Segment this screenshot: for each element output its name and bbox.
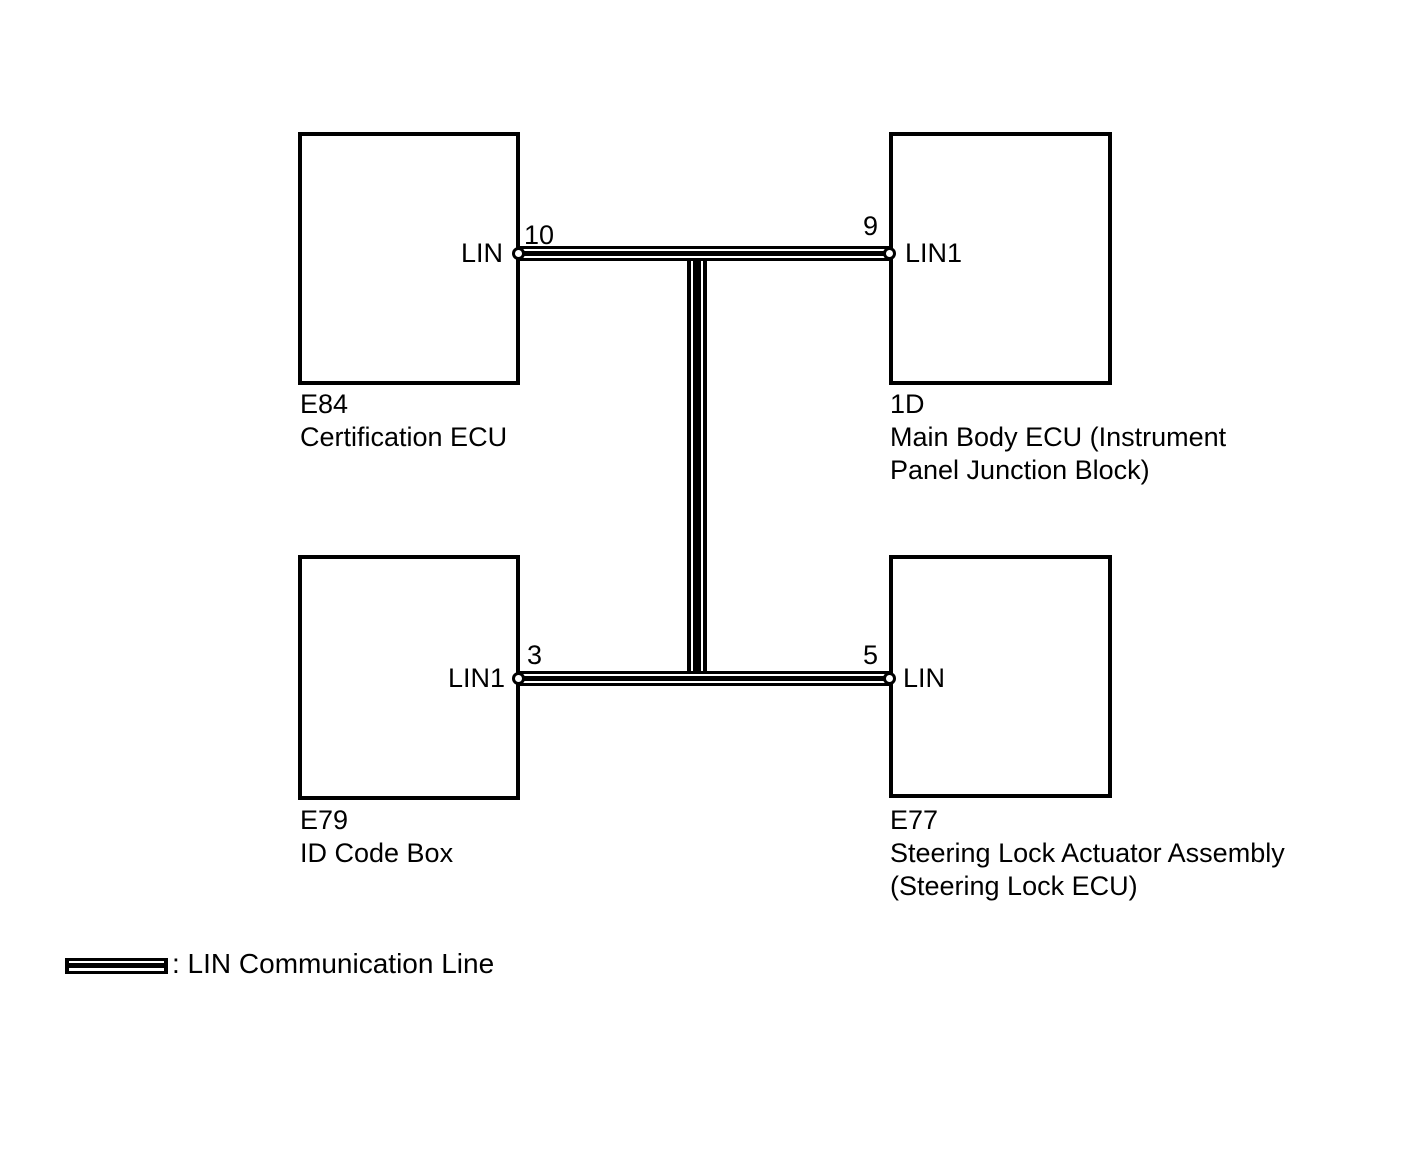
- pin-label-e79: LIN1: [447, 663, 505, 693]
- legend-label: : LIN Communication Line: [172, 948, 495, 979]
- pin-connector-e84-10: [512, 247, 525, 260]
- component-code: 1D: [890, 389, 925, 419]
- pin-label-e77: LIN: [903, 663, 946, 693]
- pin-label-e84: LIN: [460, 238, 503, 268]
- pin-connector-e77-5: [883, 672, 896, 685]
- component-name-line: ID Code Box: [300, 838, 454, 868]
- pin-number-e77: 5: [862, 640, 878, 670]
- lin-wire-bottom: [519, 671, 890, 686]
- component-code: E84: [300, 389, 349, 419]
- component-name-line: Panel Junction Block): [890, 455, 1150, 485]
- component-name-line: (Steering Lock ECU): [890, 871, 1138, 901]
- pin-connector-e79-3: [512, 672, 525, 685]
- pin-connector-1d-9: [883, 247, 896, 260]
- caption-e79: E79 ID Code Box: [300, 804, 453, 870]
- caption-1d: 1D Main Body ECU (Instrument Panel Junct…: [890, 388, 1226, 487]
- caption-e77: E77 Steering Lock Actuator Assembly (Ste…: [890, 804, 1285, 903]
- lin-wire-top: [519, 246, 890, 261]
- component-code: E77: [890, 805, 939, 835]
- ecu-box-e84: [298, 132, 520, 385]
- pin-label-1d: LIN1: [905, 238, 963, 268]
- lin-line-swatch-icon: [65, 958, 168, 974]
- caption-e84: E84 Certification ECU: [300, 388, 507, 454]
- ecu-box-e77: [889, 555, 1112, 798]
- pin-number-e84: 10: [524, 220, 555, 250]
- pin-number-e79: 3: [527, 640, 543, 670]
- component-name-line: Certification ECU: [300, 422, 508, 452]
- ecu-box-e79: [298, 555, 520, 800]
- component-name-line: Steering Lock Actuator Assembly: [890, 838, 1285, 868]
- lin-wire-branch: [687, 250, 707, 680]
- pin-number-1d: 9: [862, 211, 878, 241]
- component-name-line: Main Body ECU (Instrument: [890, 422, 1227, 452]
- component-code: E79: [300, 805, 349, 835]
